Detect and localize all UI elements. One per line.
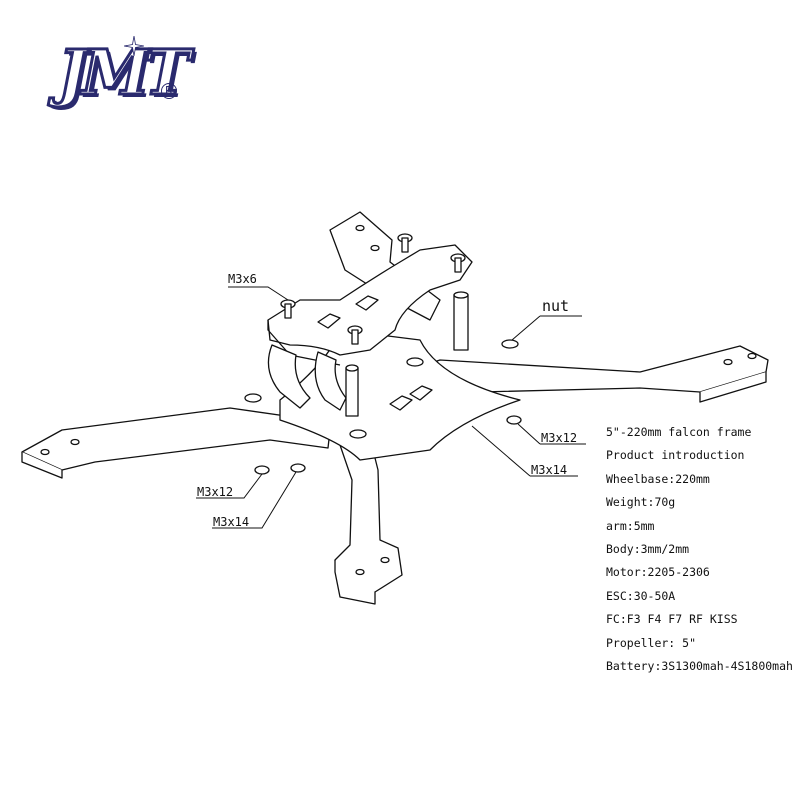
camera-side-plate (267, 344, 311, 409)
spec-list: 5"-220mm falcon frame Product introducti… (606, 424, 793, 681)
spec-fc: FC:F3 F4 F7 RF KISS (606, 612, 738, 627)
label-m3x6: M3x6 (228, 272, 257, 286)
standoff (453, 294, 469, 351)
registered-mark: R (161, 83, 177, 99)
spec-weight: Weight:70g (606, 495, 676, 510)
label-m3x12-right: M3x12 (541, 431, 578, 445)
spec-arm: arm:5mm (606, 518, 655, 533)
spec-esc: ESC:30-50A (606, 588, 676, 603)
label-nut: nut (542, 297, 570, 315)
leader-m3x14-right (471, 425, 578, 477)
spec-battery: Battery:3S1300mah-4S1800mah (606, 658, 793, 673)
screw-top (280, 233, 466, 345)
sparkle-icon (124, 36, 144, 56)
label-m3x12-left: M3x12 (197, 485, 234, 499)
leader-m3x12-left (196, 473, 263, 499)
leader-nut (511, 315, 582, 341)
leader-m3x6 (228, 286, 289, 301)
nut (501, 339, 519, 349)
brand-logo: JMT R (28, 30, 191, 111)
standoff (345, 367, 359, 417)
spec-title: 5"-220mm falcon frame (606, 425, 752, 439)
spec-propeller: Propeller: 5" (606, 635, 697, 650)
spec-wheelbase: Wheelbase:220mm (606, 471, 710, 486)
spec-intro: Product introduction (606, 448, 745, 463)
spec-motor: Motor:2205-2306 (606, 565, 710, 580)
leader-m3x14-left (212, 471, 297, 529)
top-plate (267, 244, 473, 356)
label-m3x14-left: M3x14 (213, 515, 250, 529)
front-right-arm (334, 429, 403, 593)
label-m3x14-right: M3x14 (531, 463, 568, 477)
leader-m3x12-right (517, 423, 586, 445)
spec-body: Body:3mm/2mm (606, 541, 690, 556)
